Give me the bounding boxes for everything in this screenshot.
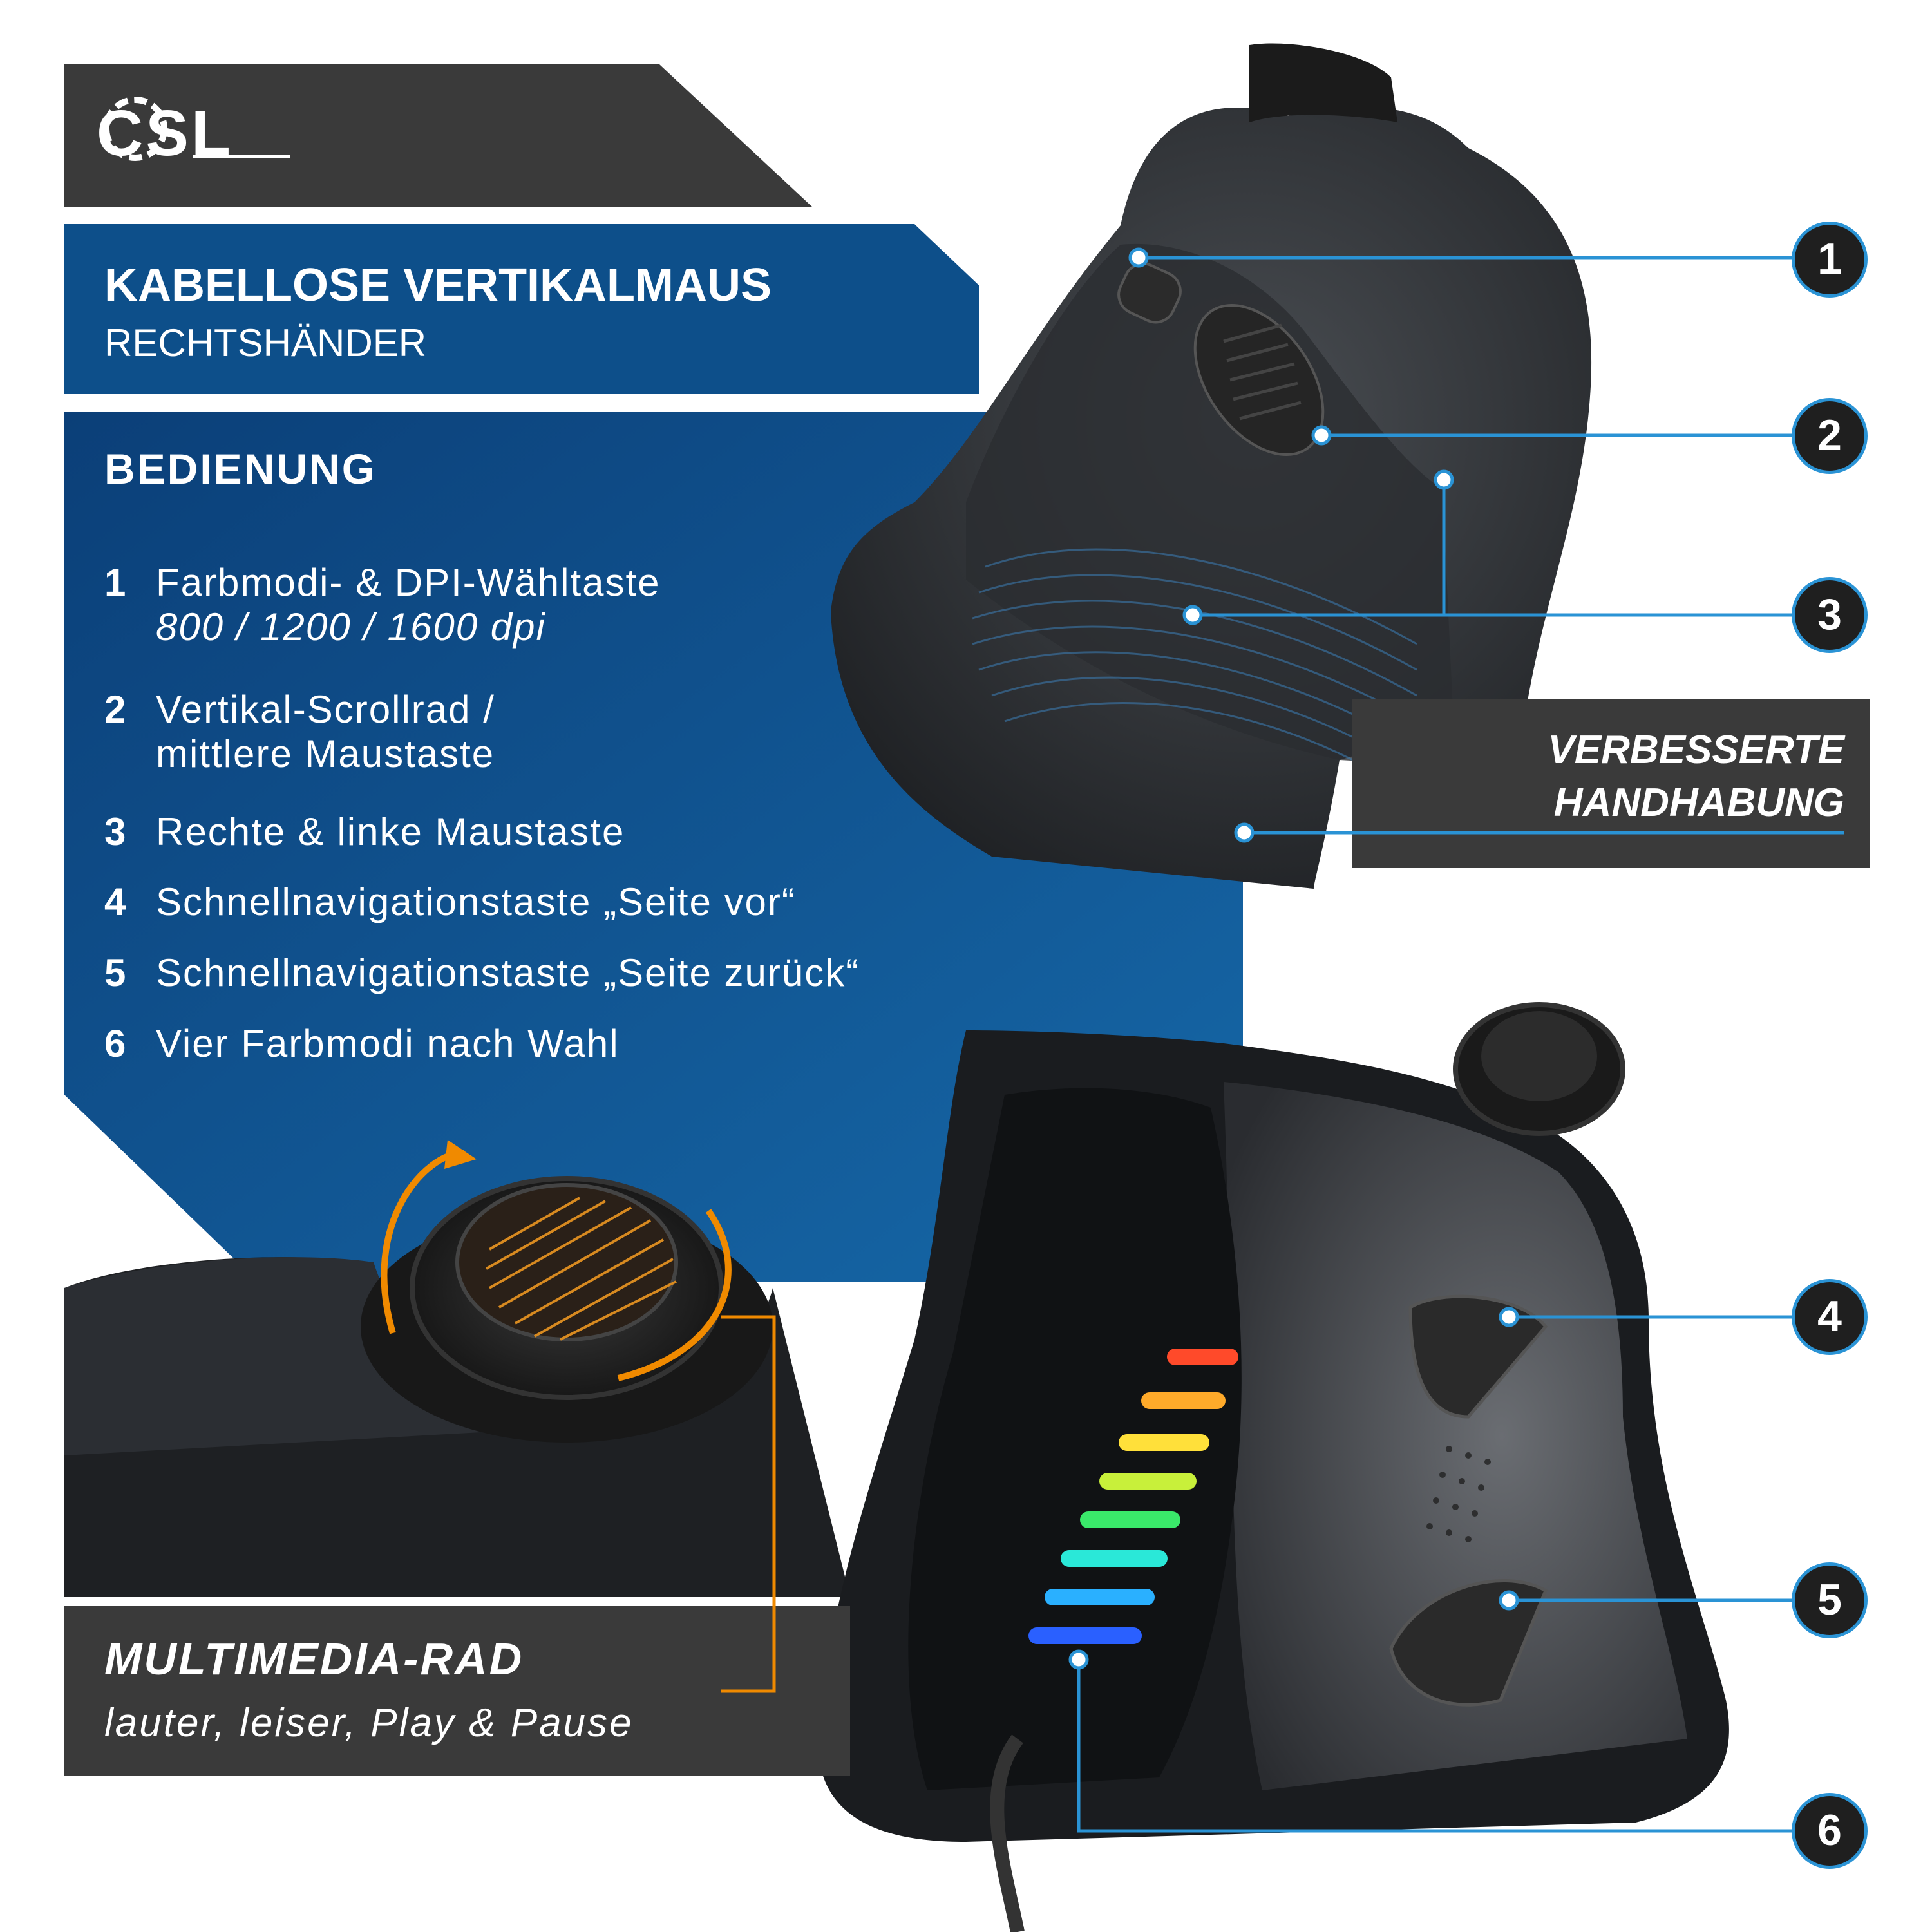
mouse-top-image xyxy=(831,43,1592,889)
page-title: KABELLOSE VERTIKALMAUS xyxy=(104,260,772,311)
item-number: 1 xyxy=(104,561,128,604)
brand-logo: CSL xyxy=(97,97,233,169)
highlight-line1: VERBESSERTE xyxy=(1548,728,1844,772)
item-text: Schnellnavigationstaste „Seite vor“ xyxy=(156,880,796,923)
page-subtitle: RECHTSHÄNDER xyxy=(104,321,427,365)
item-subtext: 800 / 1200 / 1600 dpi xyxy=(156,605,546,649)
multimedia-subtitle: lauter, leiser, Play & Pause xyxy=(104,1701,634,1745)
item-number: 4 xyxy=(104,880,128,923)
highlight-panel xyxy=(1352,699,1870,868)
callout-badge-6: 6 xyxy=(1792,1793,1868,1869)
item-number: 3 xyxy=(104,810,128,853)
multimedia-panel xyxy=(64,1606,850,1776)
callout-badge-5: 5 xyxy=(1792,1562,1868,1638)
title-panel xyxy=(64,224,979,394)
callout-badge-3: 3 xyxy=(1792,577,1868,653)
list-item: 5 Schnellnavigationstaste „Seite zurück“ xyxy=(104,951,860,995)
list-item: 2 Vertikal-Scrollrad /mittlere Maustaste xyxy=(104,687,495,776)
section-heading: BEDIENUNG xyxy=(104,445,377,493)
list-item: 3 Rechte & linke Maustaste xyxy=(104,810,625,854)
list-item: 6 Vier Farbmodi nach Wahl xyxy=(104,1021,620,1066)
highlight-text: VERBESSERTE HANDHABUNG xyxy=(1385,724,1844,829)
callout-badge-4: 4 xyxy=(1792,1279,1868,1355)
item-number: 6 xyxy=(104,1022,128,1065)
item-text: Vertikal-Scrollrad / xyxy=(156,688,495,731)
item-text: Schnellnavigationstaste „Seite zurück“ xyxy=(156,951,860,994)
item-text: Vier Farbmodi nach Wahl xyxy=(156,1022,620,1065)
callout-badge-2: 2 xyxy=(1792,398,1868,474)
multimedia-title: MULTIMEDIA-RAD xyxy=(104,1634,524,1684)
item-number: 5 xyxy=(104,951,128,994)
callout-badge-1: 1 xyxy=(1792,222,1868,298)
wheel-closeup-image xyxy=(64,1140,850,1597)
item-text: Rechte & linke Maustaste xyxy=(156,810,625,853)
led-bars xyxy=(1028,1349,1238,1644)
item-text-line2: mittlere Maustaste xyxy=(156,732,495,775)
item-number: 2 xyxy=(104,688,128,731)
item-text: Farbmodi- & DPI-Wähltaste xyxy=(156,561,661,604)
list-item: 4 Schnellnavigationstaste „Seite vor“ xyxy=(104,880,796,924)
mouse-side-image xyxy=(818,1002,1729,1932)
highlight-line2: HANDHABUNG xyxy=(1553,781,1844,825)
